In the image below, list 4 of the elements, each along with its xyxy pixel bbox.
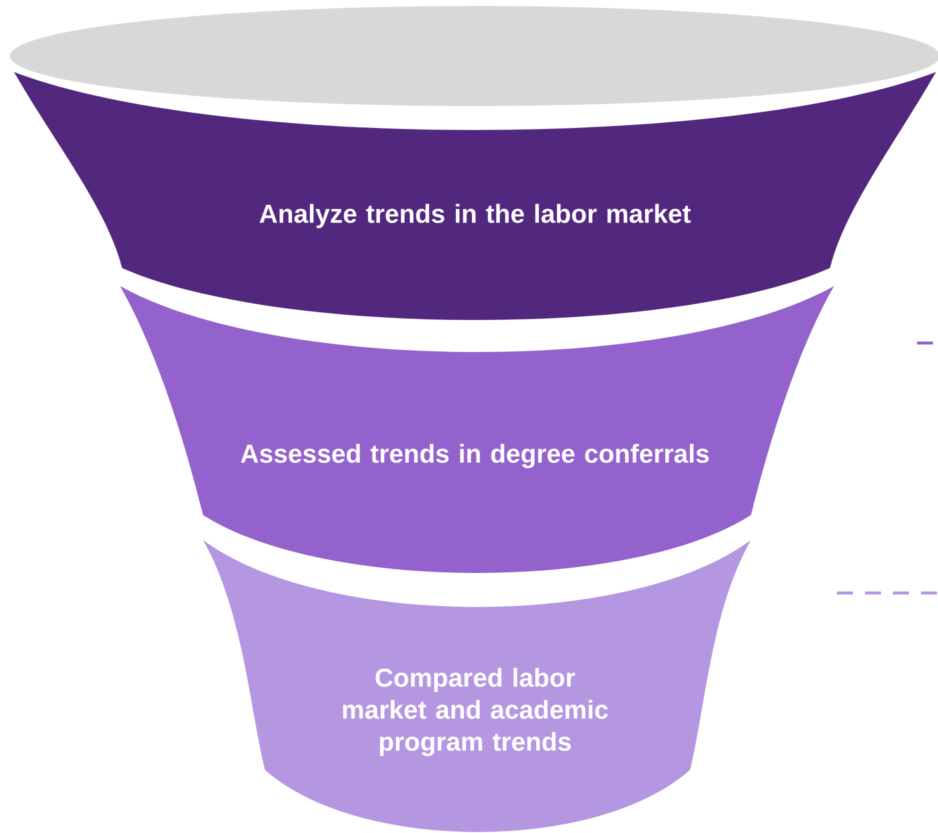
funnel-band: Compared labor market and academic program trends <box>203 540 751 832</box>
funnel-band: Analyze trends in the labor market <box>14 72 936 320</box>
funnel-band: Assessed trends in degree conferrals <box>120 286 834 573</box>
funnel-rim <box>10 6 938 106</box>
